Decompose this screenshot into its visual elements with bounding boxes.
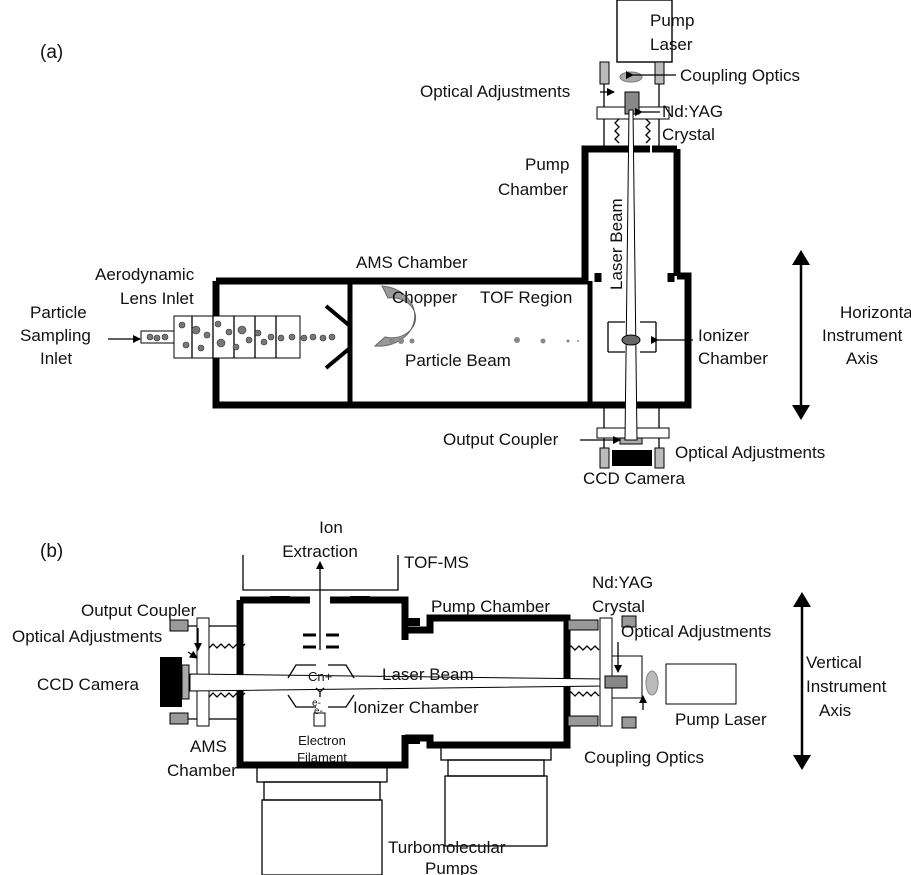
particle-beam-label: Particle Beam	[405, 351, 511, 370]
sampling-inlet-label-3: Inlet	[40, 349, 72, 368]
electrons-label-2: e-	[314, 706, 323, 717]
ion-extraction-label-1: Ion	[319, 518, 343, 537]
ionizer-bottom-electrode	[287, 694, 355, 708]
particles-in-lens	[146, 320, 336, 352]
adjust-post-left-bottom	[599, 447, 610, 469]
ionizer-label-2: Chamber	[698, 349, 768, 368]
adj-post-bl-bottom	[169, 712, 189, 725]
pump-laser-housing	[616, 0, 673, 63]
particle-beam-dots	[389, 337, 579, 344]
horizontal-axis-label-3: Axis	[846, 349, 878, 368]
cn-plus-label: Cn+	[308, 669, 332, 684]
mount-plate-bl	[196, 617, 210, 727]
chopper-label: Chopper	[392, 288, 458, 307]
adjust-post-left-top	[599, 61, 610, 85]
ams-chamber-b-label-2: Chamber	[167, 761, 237, 780]
ccd-camera-label-a: CCD Camera	[583, 469, 686, 488]
pump-chamber-b-label: Pump Chamber	[431, 597, 550, 616]
electron-filament-label-1: Electron	[298, 733, 346, 748]
skimmer	[324, 304, 352, 370]
coupling-optics-label: Coupling Optics	[680, 66, 800, 85]
ionizer-label-1: Ionizer	[698, 326, 749, 345]
extraction-plate-right	[350, 596, 370, 603]
pump-laser-label-1: Pump	[650, 11, 694, 30]
pump-laser-label-2: Laser	[650, 35, 693, 54]
ndyag-crystal-b	[604, 675, 628, 689]
optical-adj-right-label: Optical Adjustments	[621, 622, 771, 641]
horizontal-axis-label-2: Instrument	[822, 326, 903, 345]
tof-ms-label: TOF-MS	[404, 553, 469, 572]
ionizer-chamber-b-label: Ionizer Chamber	[353, 698, 479, 717]
adj-post-br2-top	[621, 615, 637, 628]
turbo-pump-left	[256, 765, 388, 875]
ndyag-label-1: Nd:YAG	[662, 102, 723, 121]
coupling-optics-lens	[619, 71, 643, 83]
vertical-axis-label-1: Vertical	[806, 653, 862, 672]
turbo-pumps-label-1: Turbomolecular	[388, 838, 506, 857]
adj-post-br-top	[567, 619, 599, 631]
electron-filament-b	[313, 712, 326, 727]
turbo-pump-right	[440, 745, 552, 847]
ams-chamber-label-a: AMS Chamber	[356, 253, 468, 272]
coupling-optics-b-label: Coupling Optics	[584, 748, 704, 767]
chopper-wheel	[373, 285, 417, 347]
electron-filament-label-2: Filament	[297, 750, 347, 765]
optical-adj-left-pointer	[187, 650, 198, 659]
ndyag-b-label-1: Nd:YAG	[592, 573, 653, 592]
output-coupler-b-label: Output Coupler	[81, 601, 197, 620]
sampling-inlet-label-1: Particle	[30, 303, 87, 322]
laser-beam-a	[624, 109, 638, 441]
coupling-optics-b	[645, 670, 659, 696]
tof-region-label: TOF Region	[480, 288, 572, 307]
ionizer-spot	[621, 334, 641, 346]
optical-adj-left-label: Optical Adjustments	[12, 627, 162, 646]
ion-extraction-label-2: Extraction	[282, 542, 358, 561]
panel-a: (a)	[20, 0, 911, 488]
bellows-left	[208, 643, 246, 698]
panel-a-tag: (a)	[40, 42, 63, 63]
optical-adjustments-bottom-label: Optical Adjustments	[675, 443, 825, 462]
adj-post-br-bottom	[567, 715, 599, 727]
adjust-post-right-bottom	[654, 447, 665, 469]
aero-lens-label-2: Lens Inlet	[120, 289, 194, 308]
panel-b: (b)	[12, 518, 887, 875]
ndyag-label-2: Crystal	[662, 125, 715, 144]
ams-chamber-b-label-1: AMS	[190, 737, 227, 756]
ccd-camera-b	[160, 657, 182, 707]
adj-post-br2-bottom	[621, 716, 637, 729]
adj-post-bl-top	[169, 619, 189, 632]
extraction-plate-left	[270, 596, 290, 603]
ionization-point	[315, 687, 325, 697]
sampling-inlet-label-2: Sampling	[20, 326, 91, 345]
ionizer-top-electrode	[287, 664, 355, 679]
output-coupler-b	[181, 664, 190, 700]
electrons-label-1: e-	[312, 698, 321, 709]
vertical-axis-label-3: Axis	[819, 701, 851, 720]
ion-optics	[303, 633, 339, 649]
ndyag-b-label-2: Crystal	[592, 597, 645, 616]
aero-lens-label-1: Aerodynamic	[95, 265, 195, 284]
mount-plate-br	[599, 617, 613, 727]
pump-laser-b-label: Pump Laser	[675, 710, 767, 729]
laser-beam-a-label: Laser Beam	[607, 198, 626, 290]
adjust-post-right-top	[654, 61, 665, 85]
panel-b-tag: (b)	[40, 541, 63, 562]
pump-chamber-label-1: Pump	[525, 155, 569, 174]
ccd-camera-b-label: CCD Camera	[37, 675, 140, 694]
bellows-top	[614, 118, 651, 144]
horizontal-axis-label-1: Horizontal	[840, 303, 911, 322]
pump-laser-box-b	[665, 663, 737, 705]
output-coupler-label-a: Output Coupler	[443, 430, 559, 449]
laser-beam-b-label: Laser Beam	[382, 665, 474, 684]
vertical-axis-label-2: Instrument	[806, 677, 887, 696]
optical-adjustments-top-label: Optical Adjustments	[420, 82, 570, 101]
turbo-pumps-label-2: Pumps	[425, 859, 478, 875]
pump-chamber-upper-wall	[581, 145, 681, 276]
ccd-camera-a	[612, 450, 652, 466]
bellows-right	[566, 645, 600, 697]
lens-partitions	[191, 316, 277, 358]
pump-chamber-label-2: Chamber	[498, 180, 568, 199]
